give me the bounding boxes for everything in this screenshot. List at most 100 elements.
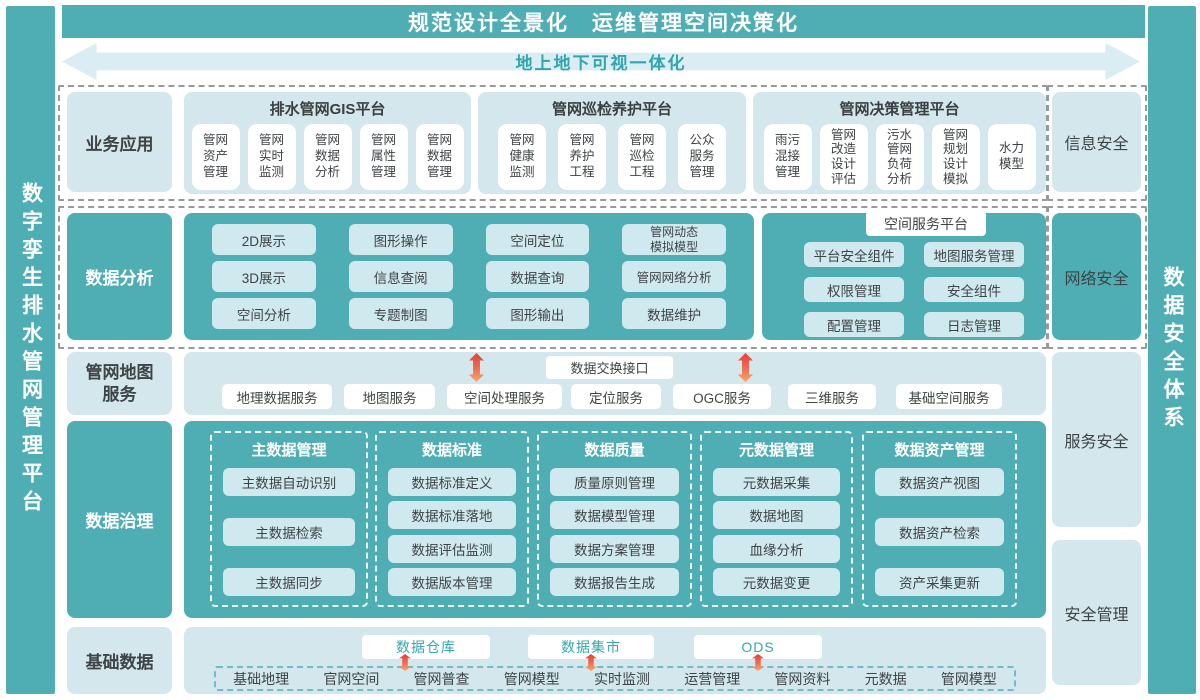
business-item: 公众 服务 管理	[678, 124, 726, 190]
map-service-item: 基础空间服务	[896, 384, 1002, 409]
base-data-source: 管网模型	[503, 670, 560, 687]
governance-item: 数据资产检索	[875, 518, 1004, 546]
right-security-bar: 数据安全体系	[1148, 6, 1196, 694]
group-gis-platform-items: 管网 资产 管理 管网 实时 监测 管网 数据 分析 管网 属性 管理 管网 数…	[191, 124, 464, 190]
analysis-item: 空间定位	[485, 224, 590, 255]
left-platform-bar: 数字孪生排水管网管理平台	[6, 6, 55, 694]
governance-item: 数据方案管理	[550, 534, 679, 563]
base-data-sources: 基础地理 官网空间 管网普查 管网模型 实时监测 运营管理 管网资料 元数据 管…	[214, 666, 1016, 691]
base-data-source: 官网空间	[323, 670, 380, 687]
security-box-network: 网络安全	[1052, 213, 1141, 340]
governance-item: 元数据采集	[713, 468, 840, 496]
base-data-source: 管网普查	[413, 670, 470, 687]
group-inspection-platform-title: 管网巡检养护平台	[551, 101, 672, 118]
up-down-arrow-icon	[752, 654, 764, 671]
section-data-standard: 数据标准 数据标准定义 数据标准落地 数据评估监测 数据版本管理	[375, 431, 529, 607]
analysis-container: 2D展示 图形操作 空间定位 管网动态 模拟模型 3D展示 信息查阅 数据查询 …	[184, 213, 754, 340]
layer-label-business-text: 业务应用	[85, 134, 154, 154]
layer-label-map-service: 管网地图 服务	[67, 352, 172, 415]
analysis-item: 权限管理	[804, 277, 904, 302]
business-item: 雨污 混接 管理	[763, 124, 812, 190]
business-item: 管网 巡检 工程	[618, 124, 666, 190]
business-item: 管网 规划 设计 模拟	[931, 124, 980, 190]
section-data-asset: 数据资产管理 数据资产视图 数据资产检索 资产采集更新	[862, 431, 1017, 607]
section-title: 数据资产管理	[894, 442, 985, 459]
right-security-bar-label: 数据安全体系	[1161, 266, 1184, 434]
analysis-item: 图形输出	[485, 298, 590, 329]
analysis-item: 平台安全组件	[804, 242, 904, 267]
analysis-item: 管网网络分析	[622, 261, 726, 292]
analysis-item: 配置管理	[804, 312, 904, 337]
layer-label-business: 业务应用	[67, 92, 172, 192]
map-service-item: 三维服务	[788, 384, 876, 409]
business-item: 管网 实时 监测	[247, 124, 296, 190]
governance-item: 数据地图	[713, 501, 840, 530]
governance-item: 主数据检索	[223, 518, 355, 546]
map-service-item: 定位服务	[571, 384, 661, 409]
base-data-source: 实时监测	[593, 670, 650, 687]
business-item: 水力 模型	[987, 124, 1036, 190]
section-title: 数据标准	[421, 442, 482, 459]
layer-label-base-data: 基础数据	[67, 627, 172, 694]
security-box-management: 安全管理	[1052, 540, 1141, 685]
business-item: 管网 改造 设计 评估	[819, 124, 868, 190]
up-down-arrow-icon	[399, 654, 411, 671]
layer-label-analysis: 数据分析	[67, 213, 172, 340]
business-item: 管网 健康 监测	[498, 124, 546, 190]
base-data-source: 元数据	[864, 670, 907, 687]
layer-label-governance: 数据治理	[67, 421, 172, 618]
analysis-item: 3D展示	[212, 261, 316, 292]
top-banner-title: 规范设计全景化 运维管理空间决策化	[408, 11, 799, 35]
business-item: 管网 数据 管理	[415, 124, 464, 190]
base-data-source: 运营管理	[684, 670, 741, 687]
group-decision-platform-title: 管网决策管理平台	[839, 101, 960, 118]
layer-label-analysis-text: 数据分析	[85, 269, 154, 288]
section-master-data: 主数据管理 主数据自动识别 主数据检索 主数据同步	[210, 431, 368, 607]
analysis-item: 专题制图	[348, 298, 453, 329]
section-title: 元数据管理	[738, 442, 814, 459]
layer-label-base-data-text: 基础数据	[85, 653, 154, 672]
governance-item: 血缘分析	[713, 534, 840, 563]
group-gis-platform: 排水管网GIS平台 管网 资产 管理 管网 实时 监测 管网 数据 分析 管网 …	[184, 92, 471, 194]
section-metadata: 元数据管理 元数据采集 数据地图 血缘分析 元数据变更	[700, 431, 853, 607]
business-item: 管网 养护 工程	[558, 124, 606, 190]
layer-label-map-service-text: 管网地图 服务	[85, 363, 154, 404]
analysis-item: 信息查阅	[348, 261, 453, 292]
map-service-item: OGC服务	[673, 384, 771, 409]
horizontal-double-arrow-banner: 地上地下可视一体化	[62, 43, 1140, 80]
analysis-item: 图形操作	[348, 224, 453, 255]
section-title: 主数据管理	[251, 442, 327, 459]
base-data-source: 管网资料	[774, 670, 831, 687]
governance-item: 主数据同步	[223, 568, 355, 596]
security-box-information: 信息安全	[1052, 92, 1141, 192]
spatial-service-platform: 空间服务平台 平台安全组件 地图服务管理 权限管理 安全组件 配置管理 日志管理	[762, 211, 1046, 340]
map-service-item: 地理数据服务	[222, 384, 332, 409]
group-inspection-platform: 管网巡检养护平台 管网 健康 监测 管网 养护 工程 管网 巡检 工程 公众 服…	[478, 92, 746, 194]
arrow-banner-label: 地上地下可视一体化	[515, 54, 687, 73]
map-service-item: 地图服务	[344, 384, 435, 409]
business-item: 管网 数据 分析	[303, 124, 352, 190]
governance-item: 数据标准定义	[388, 468, 516, 496]
analysis-item: 地图服务管理	[924, 242, 1024, 267]
map-service-item: 空间处理服务	[447, 384, 562, 409]
section-data-quality: 数据质量 质量原则管理 数据模型管理 数据方案管理 数据报告生成	[537, 431, 692, 607]
analysis-item: 日志管理	[924, 312, 1024, 337]
analysis-item: 安全组件	[924, 277, 1024, 302]
up-down-arrow-icon	[738, 353, 753, 382]
top-banner: 规范设计全景化 运维管理空间决策化	[62, 5, 1145, 38]
analysis-item: 数据维护	[622, 298, 726, 329]
spatial-service-platform-title-box: 空间服务平台	[866, 211, 986, 236]
spatial-service-platform-items: 平台安全组件 地图服务管理 权限管理 安全组件 配置管理 日志管理	[804, 242, 1024, 337]
data-exchange-box: 数据交换接口	[546, 356, 673, 379]
governance-item: 数据资产视图	[875, 468, 1004, 496]
business-item: 管网 属性 管理	[359, 124, 408, 190]
governance-item: 元数据变更	[713, 567, 840, 596]
governance-item: 资产采集更新	[875, 568, 1004, 596]
left-platform-bar-label: 数字孪生排水管网管理平台	[19, 182, 43, 518]
section-title: 数据质量	[584, 442, 645, 459]
dashed-frame-info-security	[1047, 85, 1147, 201]
group-decision-platform: 管网决策管理平台 雨污 混接 管理 管网 改造 设计 评估 污水 管网 负荷 分…	[753, 92, 1046, 194]
group-gis-platform-title: 排水管网GIS平台	[269, 101, 386, 118]
analysis-grid: 2D展示 图形操作 空间定位 管网动态 模拟模型 3D展示 信息查阅 数据查询 …	[212, 224, 726, 329]
